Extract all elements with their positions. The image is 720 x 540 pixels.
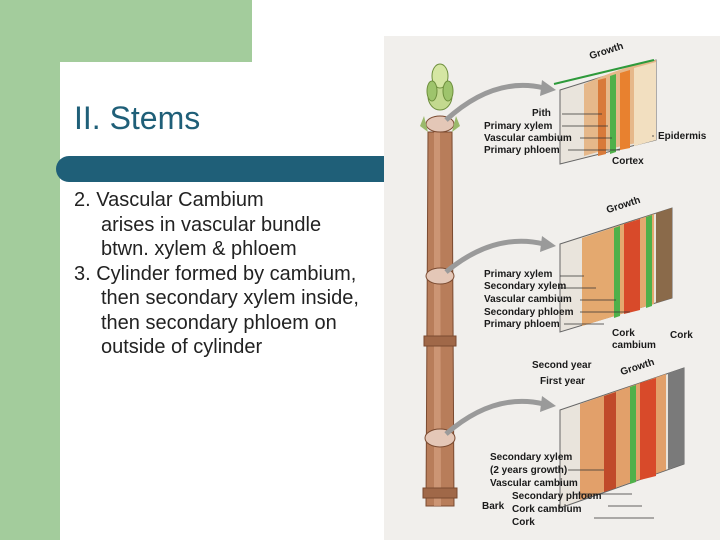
label-second-year: Second year [532, 360, 592, 371]
label-secondary-xylem-bottom: Secondary xylem [490, 452, 573, 463]
slide-title: II. Stems [74, 100, 201, 136]
stem-stalk [420, 115, 460, 507]
label-cork-bottom: Cork [512, 517, 535, 528]
body-line-4: then secondary xylem inside, [101, 287, 359, 309]
green-accent-side [0, 62, 60, 540]
green-accent-top [0, 0, 252, 62]
body-line-1: 2. Vascular Cambium [74, 189, 264, 211]
label-primary-xylem-top: Primary xylem [484, 121, 553, 132]
label-epidermis: Epidermis [658, 131, 707, 142]
label-vascular-cambium-middle: Vascular cambium [484, 294, 572, 305]
label-two-years-growth: (2 years growth) [490, 465, 568, 476]
label-pith: Pith [532, 108, 551, 119]
label-cork-cambium-middle: Cork cambium [612, 328, 656, 351]
label-cortex: Cortex [612, 156, 644, 167]
label-secondary-phloem-middle: Secondary phloem [484, 307, 574, 318]
label-vascular-cambium-bottom: Vascular cambium [490, 478, 578, 489]
arrow-heads [540, 80, 556, 412]
title-divider-bar [56, 156, 396, 182]
cross-section-bottom [559, 367, 685, 509]
label-secondary-phloem-bottom: Secondary phloem [512, 491, 602, 502]
body-line-2: arises in vascular bundle btwn. xylem & … [101, 213, 322, 261]
label-primary-xylem-middle: Primary xylem [484, 269, 553, 280]
terminal-bud [426, 63, 454, 111]
label-cork-cambium-bottom: Cork cambium [512, 504, 582, 515]
cross-section-middle [559, 207, 673, 333]
label-primary-phloem-middle: Primary phloem [484, 319, 560, 330]
label-vascular-cambium-top: Vascular cambium [484, 133, 572, 144]
stem-illustration [420, 59, 685, 519]
label-bark: Bark [482, 501, 505, 512]
arrows [444, 82, 545, 436]
label-primary-phloem-top: Primary phloem [484, 145, 560, 156]
label-first-year: First year [540, 376, 586, 387]
leader-lines [560, 113, 654, 519]
label-secondary-xylem-middle: Secondary xylem [484, 281, 567, 292]
body-line-3: 3. Cylinder formed by cambium, [74, 262, 357, 285]
slide-body: 2. Vascular Cambium arises in vascular b… [74, 188, 374, 360]
body-line-5: then secondary phloem on outside of cyli… [101, 311, 337, 359]
stem-growth-figure: Growth Pith Primary xylem Vascular cambi… [384, 36, 720, 540]
cross-section-top [553, 59, 657, 165]
label-cork-middle: Cork [670, 330, 693, 341]
